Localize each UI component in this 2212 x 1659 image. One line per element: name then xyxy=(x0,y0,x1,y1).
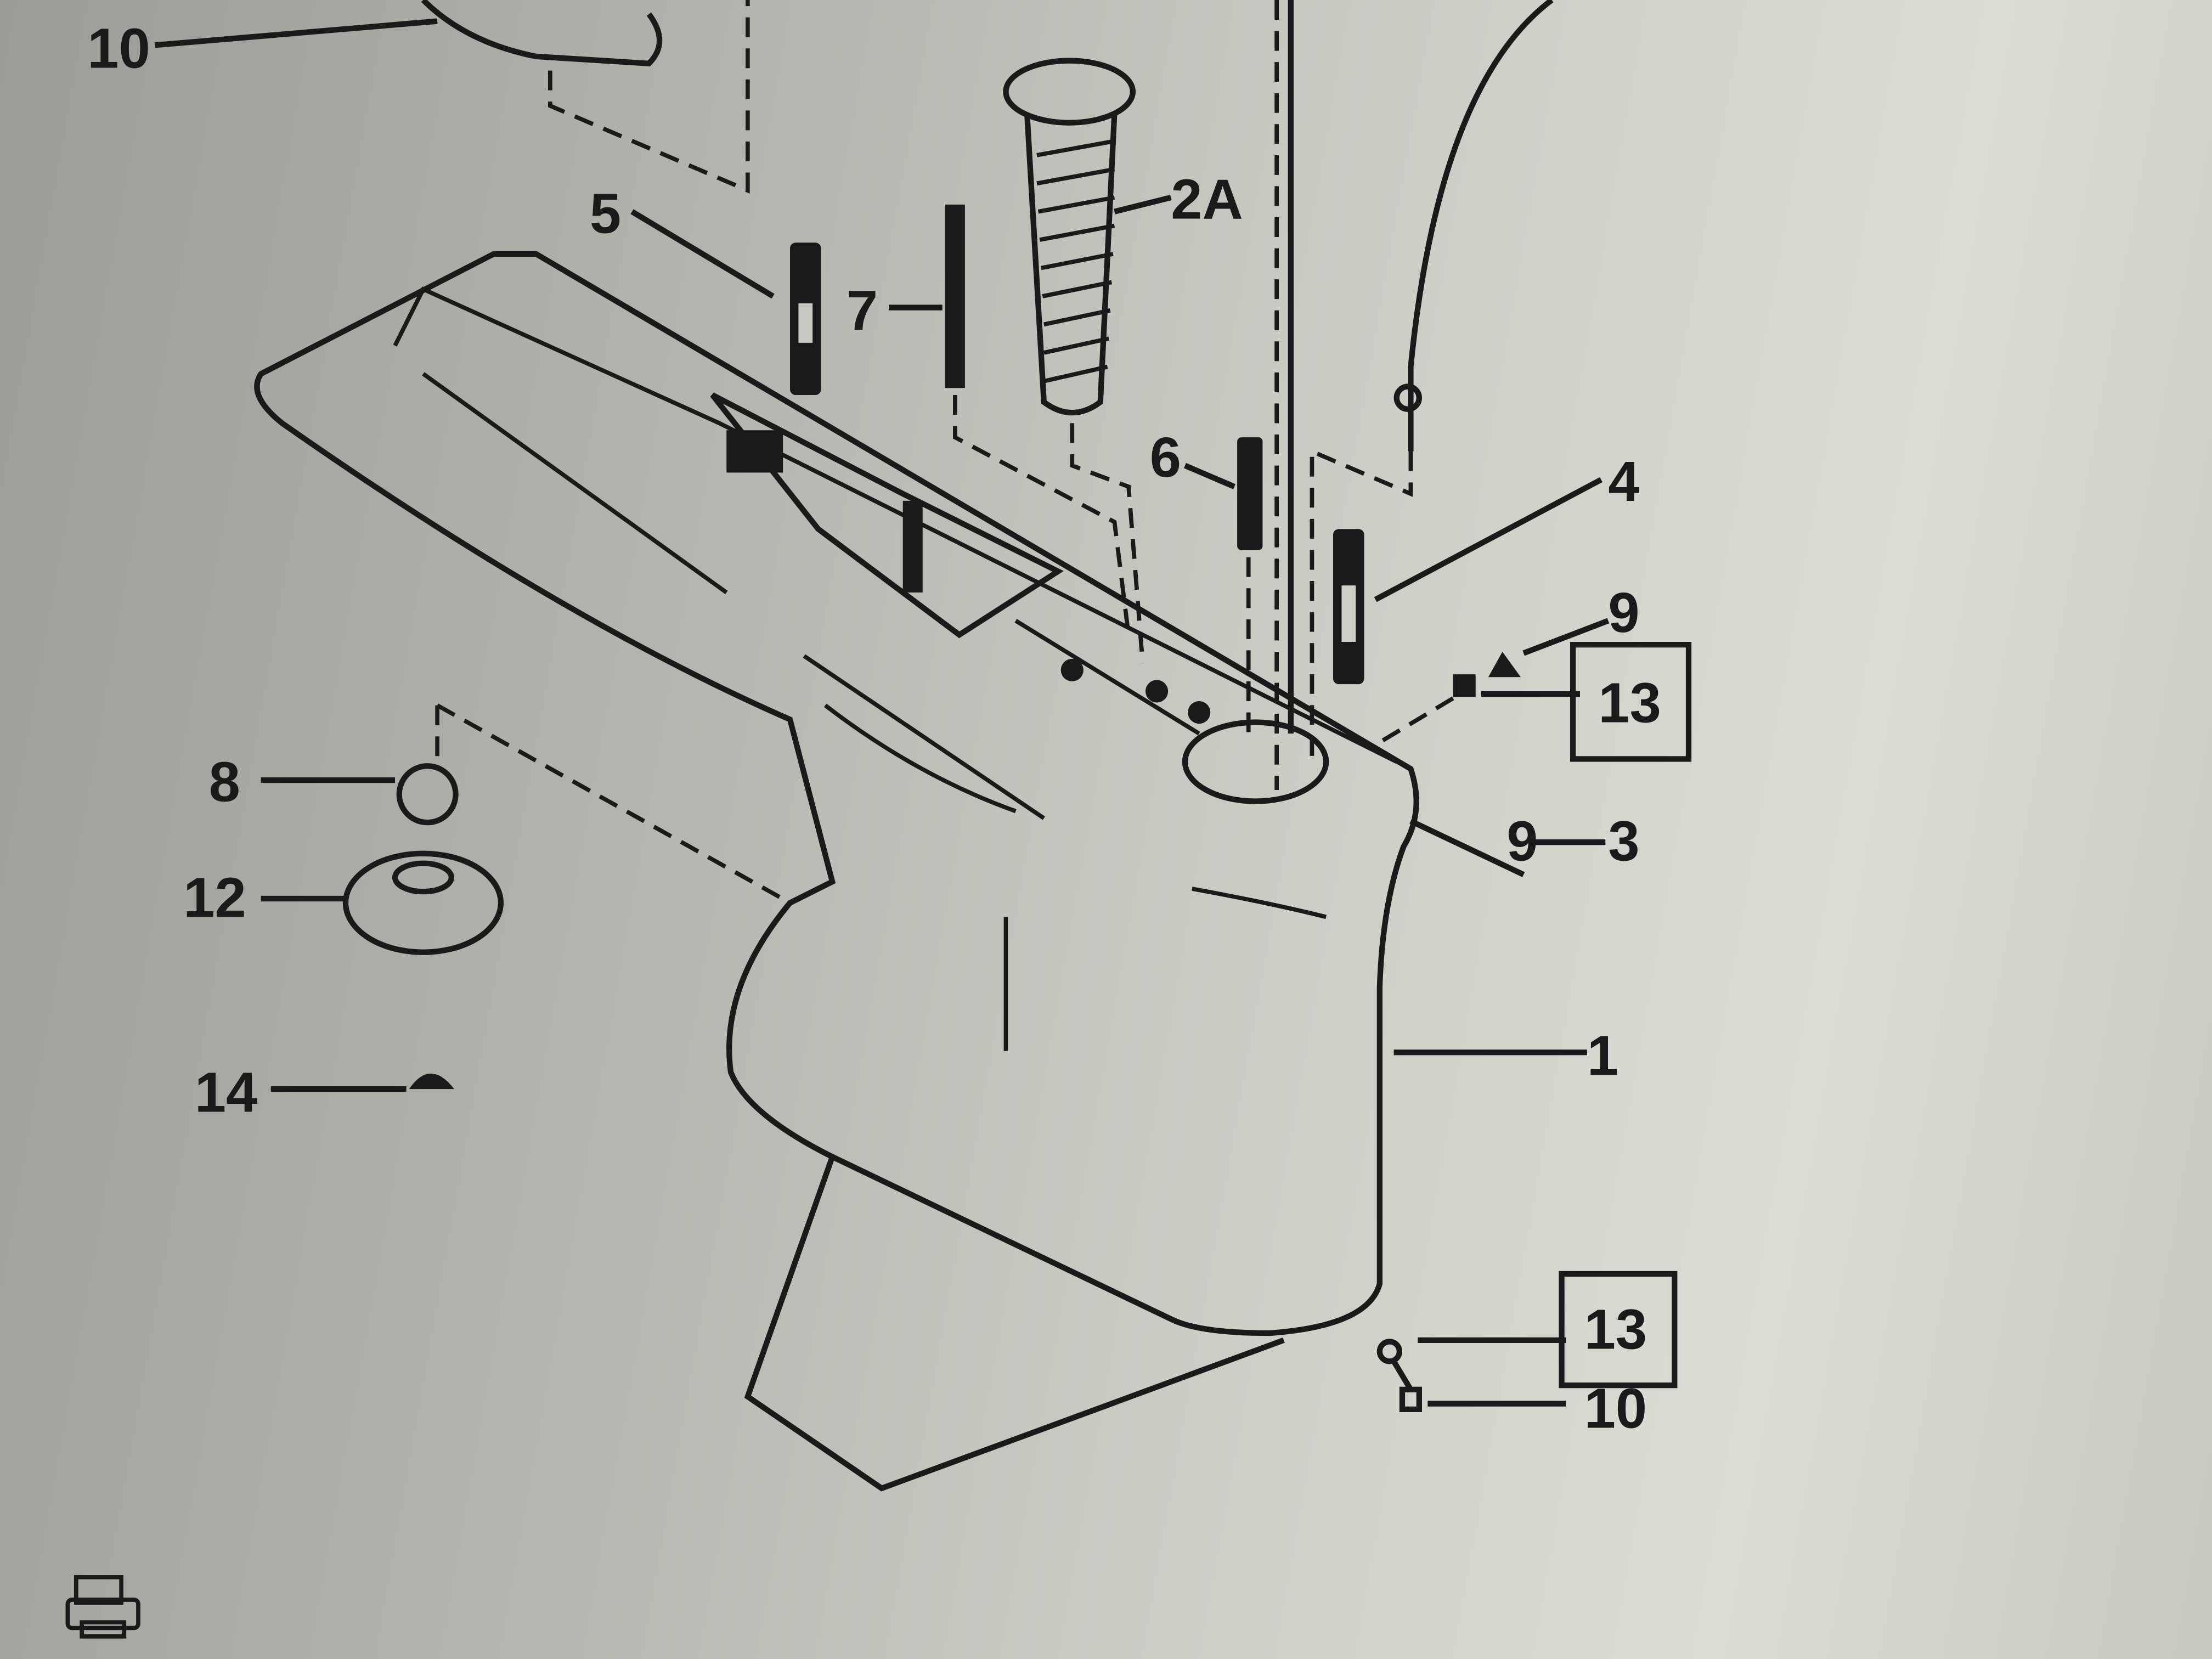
callout-10-top: 10 xyxy=(87,16,150,80)
part-10-top: 10 xyxy=(87,0,750,194)
callout-14: 14 xyxy=(195,1060,257,1124)
callout-12: 12 xyxy=(183,866,246,929)
part-7: 7 xyxy=(847,204,1131,635)
callout-9-upper: 9 xyxy=(1608,581,1639,644)
callout-3: 3 xyxy=(1608,810,1639,873)
part-14: 14 xyxy=(195,1060,454,1124)
callout-4: 4 xyxy=(1608,450,1639,513)
part-8: 8 xyxy=(209,703,791,905)
part-6: 6 xyxy=(1150,426,1263,734)
printer-icon[interactable] xyxy=(65,1575,140,1639)
callout-group-lower: 13 10 xyxy=(1376,1271,1678,1440)
callout-5: 5 xyxy=(590,182,621,245)
callout-2a: 2A xyxy=(1171,168,1243,231)
callout-8: 8 xyxy=(209,751,240,814)
callout-13-lower: 13 xyxy=(1584,1297,1647,1361)
callout-1: 1 xyxy=(1587,1024,1618,1087)
callout-9-lower: 9 xyxy=(1506,810,1538,873)
part-2a-bolt: 2A xyxy=(1003,58,1243,663)
callout-6: 6 xyxy=(1150,426,1181,489)
callout-10-lower: 10 xyxy=(1584,1376,1647,1440)
part-12-gear: 12 xyxy=(183,850,504,955)
part-4: 4 xyxy=(1333,450,1640,685)
part-5: 5 xyxy=(590,182,821,395)
gearcase-housing: 1 xyxy=(254,251,1618,1492)
callout-group-9-3: 9 3 xyxy=(1409,810,1640,877)
callout-7: 7 xyxy=(847,279,878,342)
rods xyxy=(1274,0,1554,790)
callout-group-upper: 9 13 xyxy=(1381,581,1692,762)
callout-13-upper: 13 xyxy=(1598,672,1661,735)
